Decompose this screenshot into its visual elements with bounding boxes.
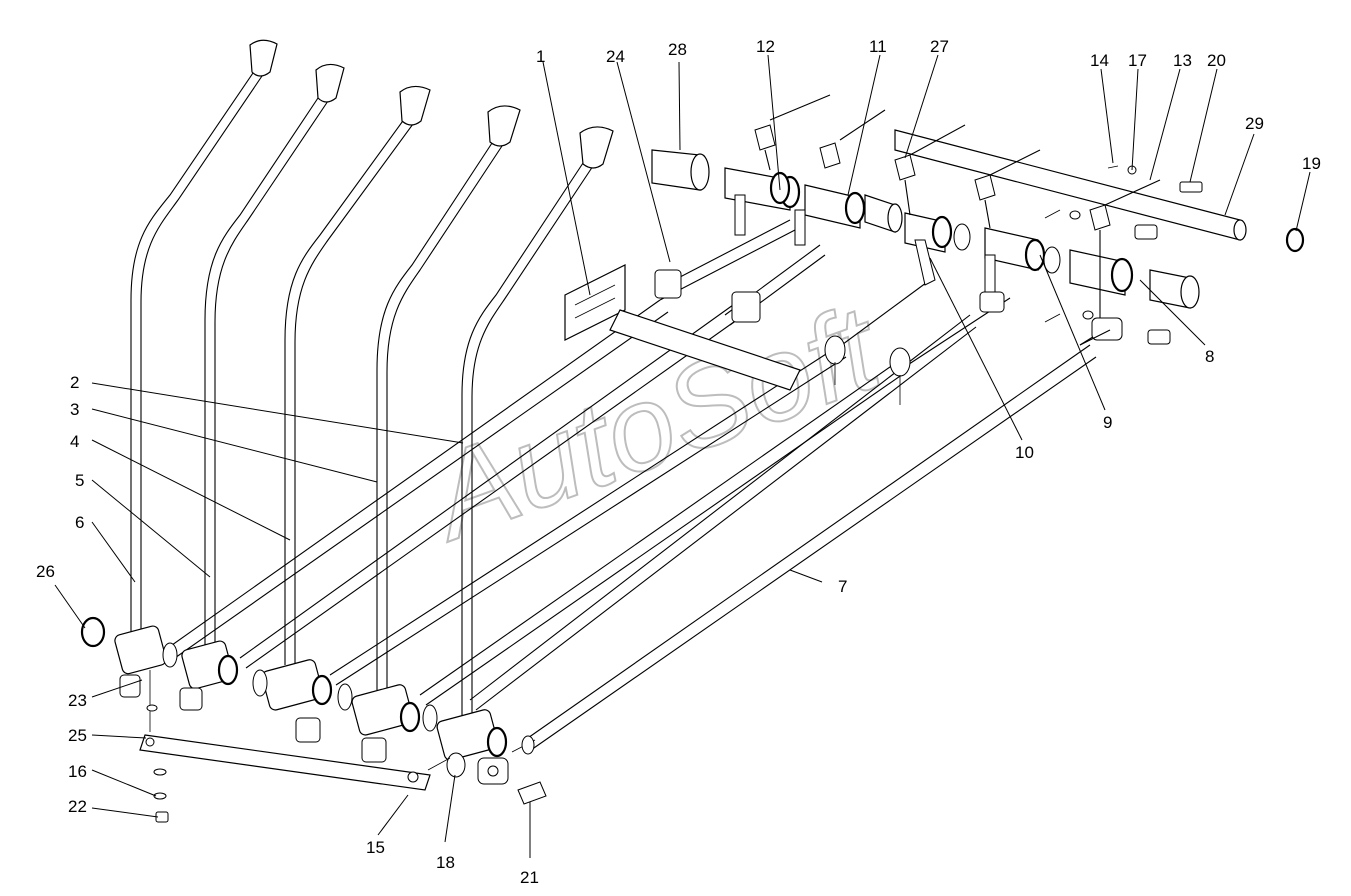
- callout-8: 8: [1205, 347, 1214, 366]
- callout-22: 22: [68, 797, 87, 816]
- shafts: [164, 299, 1097, 751]
- callout-2: 2: [70, 373, 79, 392]
- callout-14: 14: [1090, 51, 1109, 70]
- callout-18: 18: [436, 853, 455, 872]
- callout-26: 26: [36, 562, 55, 581]
- callout-28: 28: [668, 40, 687, 59]
- callout-9: 9: [1103, 413, 1112, 432]
- callout-10: 10: [1015, 443, 1034, 462]
- callout-labels: 1 2 3 4 5 6 7 8 9 10 11 12 13 14 15 16 1…: [36, 37, 1321, 887]
- callout-12: 12: [756, 37, 775, 56]
- callout-7: 7: [838, 577, 847, 596]
- callout-23: 23: [68, 691, 87, 710]
- callout-16: 16: [68, 762, 87, 781]
- leader-lines: [54, 54, 1311, 858]
- callout-19: 19: [1302, 154, 1321, 173]
- callout-15: 15: [366, 838, 385, 857]
- upper-mechanism: [564, 94, 1305, 405]
- callout-5: 5: [75, 471, 84, 490]
- callout-21: 21: [520, 868, 539, 887]
- callout-1: 1: [536, 47, 545, 66]
- callout-3: 3: [70, 400, 79, 419]
- callout-27: 27: [930, 37, 949, 56]
- callout-24: 24: [606, 47, 625, 66]
- lower-hubs: [80, 616, 547, 823]
- callout-11: 11: [869, 37, 887, 56]
- callout-17: 17: [1128, 51, 1147, 70]
- callout-29: 29: [1245, 114, 1264, 133]
- levers: [130, 39, 614, 725]
- callout-20: 20: [1207, 51, 1226, 70]
- callout-25: 25: [68, 726, 87, 745]
- callout-13: 13: [1173, 51, 1192, 70]
- callout-4: 4: [70, 432, 79, 451]
- callout-6: 6: [75, 513, 84, 532]
